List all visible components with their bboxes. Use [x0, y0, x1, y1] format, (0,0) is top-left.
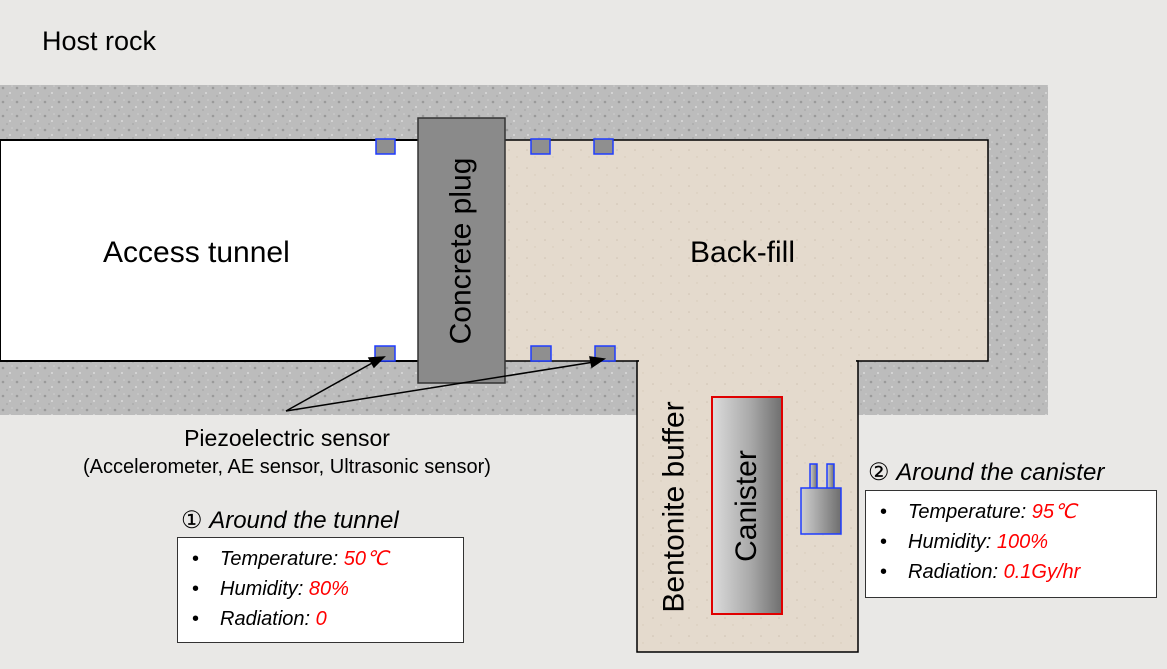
condition-canister-humidity: • Humidity: 100%: [880, 527, 1156, 557]
canister-body: [711, 396, 783, 615]
access-tunnel: [0, 139, 421, 362]
condition-value: 50℃: [343, 548, 389, 570]
condition-key: Radiation:: [908, 561, 999, 583]
sensor-backfill-top-1: [530, 138, 551, 155]
bullet: •: [192, 608, 200, 630]
sensor-backfill-bottom-1: [530, 345, 552, 362]
sensor-types-label: (Accelerometer, AE sensor, Ultrasonic se…: [83, 456, 491, 478]
condition-value: 80%: [308, 578, 349, 600]
sensor-tunnel-top: [375, 138, 396, 155]
sensor-buffer: [800, 463, 842, 535]
condition-key: Temperature:: [908, 501, 1027, 523]
condition-value: 0.1Gy/hr: [1003, 561, 1081, 583]
bullet: •: [192, 578, 200, 600]
bentonite-buffer-label: Bentonite buffer: [657, 400, 691, 613]
bullet: •: [880, 501, 888, 523]
condition-key: Humidity:: [220, 578, 304, 600]
condition-tunnel-number: ①: [181, 507, 203, 534]
sensor-backfill-bottom-2: [594, 345, 616, 362]
back-fill-label: Back-fill: [690, 236, 796, 269]
condition-canister-radiation: • Radiation: 0.1Gy/hr: [880, 557, 1156, 587]
condition-canister-box: • Temperature: 95℃ • Humidity: 100% • Radia…: [865, 490, 1157, 598]
canister-label: Canister: [730, 449, 763, 562]
condition-canister-temperature: • Temperature: 95℃: [880, 497, 1156, 527]
condition-tunnel-humidity: • Humidity: 80%: [192, 574, 463, 604]
condition-tunnel-title: ① Around the tunnel: [181, 506, 399, 535]
sensor-name-label: Piezoelectric sensor: [184, 425, 390, 451]
bullet: •: [880, 561, 888, 583]
condition-tunnel-box: • Temperature: 50℃ • Humidity: 80% • Radiat…: [177, 537, 464, 643]
condition-key: Temperature:: [220, 548, 339, 570]
bullet: •: [192, 548, 200, 570]
access-tunnel-label: Access tunnel: [103, 236, 290, 269]
condition-value: 0: [315, 608, 327, 630]
condition-value: 100%: [996, 531, 1049, 553]
condition-key: Radiation:: [220, 608, 311, 630]
concrete-plug-label-box: Concrete plug: [418, 118, 505, 383]
condition-key: Humidity:: [908, 531, 992, 553]
condition-tunnel-title-text: Around the tunnel: [209, 507, 399, 534]
condition-tunnel-temperature: • Temperature: 50℃: [192, 544, 463, 574]
bentonite-buffer-label-box: Bentonite buffer: [637, 361, 712, 652]
sensor-leader-arrows: [285, 356, 607, 412]
host-rock-label: Host rock: [42, 26, 157, 56]
concrete-plug-label: Concrete plug: [444, 157, 478, 344]
bullet: •: [880, 531, 888, 553]
condition-canister-title: ② Around the canister: [868, 458, 1104, 487]
condition-canister-number: ②: [868, 459, 890, 486]
canister-label-box: Canister: [712, 397, 782, 614]
condition-value: 95℃: [1031, 501, 1077, 523]
sensor-backfill-top-2: [593, 138, 614, 155]
buffer-joint: [639, 356, 856, 364]
condition-tunnel-radiation: • Radiation: 0: [192, 604, 463, 634]
condition-canister-title-text: Around the canister: [896, 459, 1105, 486]
concrete-plug-block: [417, 117, 506, 384]
